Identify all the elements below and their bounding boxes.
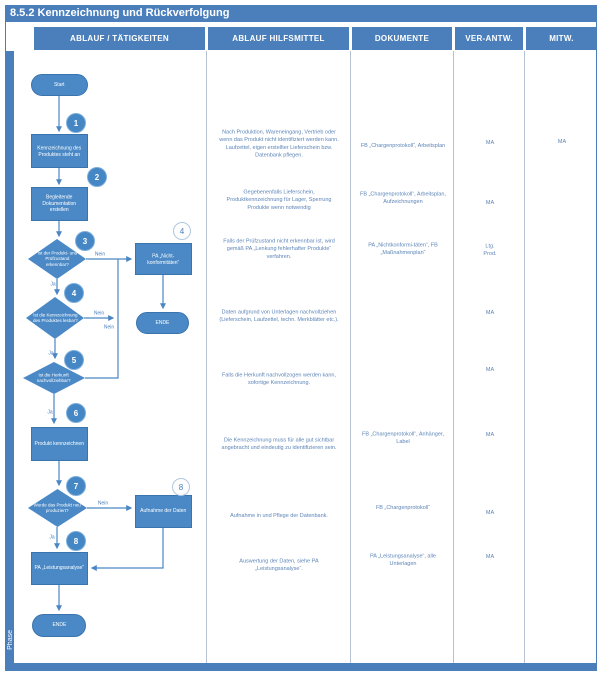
step-badge-4: 4 bbox=[64, 283, 84, 303]
edge-label-ja-2: Ja bbox=[48, 350, 54, 356]
document-entry-3: PA „Nichtkonformi-täten“, FB „Maßnahmenp… bbox=[367, 241, 438, 256]
edge-label-nein-2: Nein bbox=[93, 310, 105, 316]
aids-entry-2: Gegebenenfalls Lieferschein, Produktkenn… bbox=[226, 188, 331, 211]
document-entry-6: PA „Leistungsanalyse“, alle Unterlagen bbox=[369, 552, 436, 567]
flow-step-kennzeichnung-steht-an: Kennzeichnung des Produktes steht an bbox=[31, 134, 88, 168]
aids-entry-3: Falls der Prüfzustand nicht erkennbar is… bbox=[222, 237, 335, 260]
document-entry-5: FB „Chargenprotokoll“ bbox=[375, 504, 430, 511]
edge-label-nein-4: Nein bbox=[97, 500, 109, 506]
branch-badge-8: 8 bbox=[172, 478, 190, 496]
edge-label-ja-4: Ja bbox=[49, 534, 55, 540]
responsible-entry-6: MA bbox=[485, 431, 494, 438]
bottom-accent-bar bbox=[5, 663, 597, 671]
branch-badge-4: 4 bbox=[173, 222, 191, 240]
document-entry-4: FB „Chargenprotokoll“, Anhänger, Label bbox=[361, 430, 444, 445]
column-header-ablauf-hilfsmittel: ABLAUF HILFSMITTEL bbox=[208, 27, 349, 50]
aids-entry-8: Auswertung der Daten, siehe PA „Leistung… bbox=[238, 557, 319, 572]
column-divider-1 bbox=[206, 51, 207, 663]
aids-entry-6: Die Kennzeichnung muss für alle gut sich… bbox=[221, 436, 336, 451]
responsible-entry-7: MA bbox=[485, 509, 494, 516]
flow-step-begleitende-dokumentation: Begleitende Dokumentation erstellen bbox=[31, 187, 88, 221]
aids-entry-5: Falls die Herkunft nachvollzogen werden … bbox=[221, 371, 336, 386]
edge-label-ja-3: Ja bbox=[47, 409, 53, 415]
step-badge-2: 2 bbox=[87, 167, 107, 187]
edge-label-ja-1: Ja bbox=[50, 281, 56, 287]
step-badge-8: 8 bbox=[66, 531, 86, 551]
phase-sidebar bbox=[6, 51, 14, 663]
responsible-entry-5: MA bbox=[485, 366, 494, 373]
column-header-ver-antw: VER-ANTW. bbox=[455, 27, 523, 50]
aids-entry-7: Aufnahme in und Pflege der Datenbank. bbox=[229, 512, 328, 519]
column-divider-4 bbox=[524, 51, 525, 663]
flow-step-pa-leistungsanalyse: PA „Leistungsanalyse“ bbox=[31, 552, 88, 585]
column-header-dokumente: DOKUMENTE bbox=[352, 27, 452, 50]
step-badge-3: 3 bbox=[75, 231, 95, 251]
responsible-entry-8: MA bbox=[485, 553, 494, 560]
responsible-entry-3: Ltg. Prod. bbox=[482, 242, 497, 257]
step-badge-5: 5 bbox=[64, 350, 84, 370]
edge-label-nein-3: Nein bbox=[103, 324, 115, 330]
step-badge-1: 1 bbox=[66, 113, 86, 133]
column-divider-2 bbox=[350, 51, 351, 663]
responsible-entry-1: MA bbox=[485, 139, 494, 146]
page-title: 8.5.2 Kennzeichnung und Rückverfolgung bbox=[5, 5, 597, 22]
flow-step-produkt-kennzeichnen: Produkt kennzeichnen bbox=[31, 427, 88, 461]
participation-entry-1: MA bbox=[557, 138, 566, 145]
responsible-entry-4: MA bbox=[485, 309, 494, 316]
flow-step-pa-nichtkonformitaeten: PA „Nicht-konformitäten“ bbox=[135, 243, 192, 275]
document-entry-2: FB „Chargenprotokoll“, Arbeitsplan, Aufz… bbox=[359, 190, 446, 205]
edge-label-nein-1: Nein bbox=[94, 251, 106, 257]
column-header-ablauf-taetigkeiten: ABLAUF / TÄTIGKEITEN bbox=[34, 27, 205, 50]
step-badge-6: 6 bbox=[66, 403, 86, 423]
responsible-entry-2: MA bbox=[485, 199, 494, 206]
flow-ende-main: ENDE bbox=[32, 614, 86, 637]
aids-entry-4: Daten aufgrund von Unterlagen nachvollzi… bbox=[218, 308, 339, 323]
flow-ende-branch: ENDE bbox=[136, 312, 189, 334]
column-header-mitw: MITW. bbox=[526, 27, 597, 50]
aids-entry-1: Nach Produktion, Wareneingang, Vertrieb … bbox=[218, 129, 339, 159]
flow-step-aufnahme-der-daten: Aufnahme der Daten bbox=[135, 495, 192, 528]
flow-start-node: Start bbox=[31, 74, 88, 96]
step-badge-7: 7 bbox=[66, 476, 86, 496]
column-divider-3 bbox=[453, 51, 454, 663]
document-entry-1: FB „Chargenprotokoll“, Arbeitsplan bbox=[360, 142, 445, 149]
